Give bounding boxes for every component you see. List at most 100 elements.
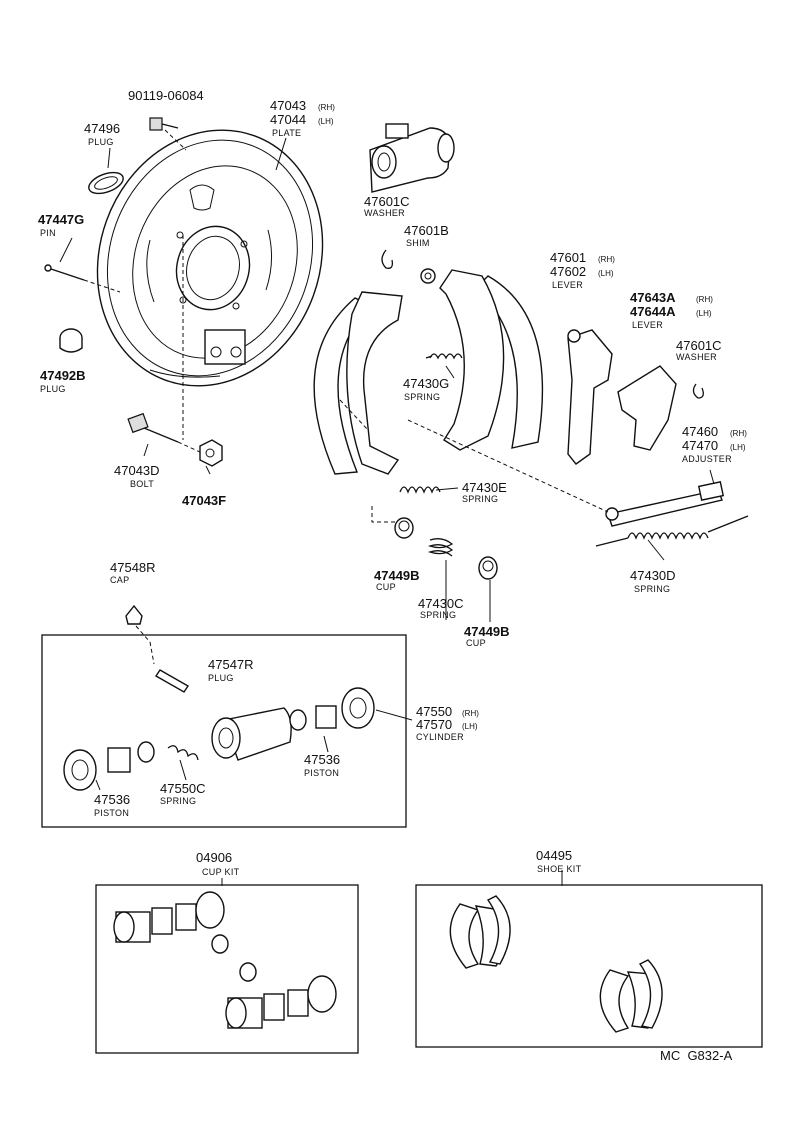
- label-plate-sub1: (RH): [318, 103, 335, 112]
- shoe-kit-parts: [449, 895, 663, 1033]
- label-47043F-num: 47043F: [182, 493, 226, 508]
- pin-47447G-part: [44, 264, 121, 293]
- cylinder-box: [41, 634, 407, 828]
- label-47496-num: 47496: [84, 121, 120, 136]
- label-plate-name: PLATE: [272, 128, 301, 138]
- brake-shoe-right: [439, 269, 544, 451]
- label-lever1-sub1: (RH): [598, 255, 615, 264]
- label-shoekit-name: SHOE KIT: [537, 864, 582, 874]
- adjuster-part: [407, 419, 725, 527]
- label-adjuster-sub2: (LH): [730, 443, 746, 452]
- label-lever1-sub2: (LH): [598, 269, 614, 278]
- label-shim-name: SHIM: [406, 238, 430, 248]
- cup-kit-box: [95, 884, 359, 1054]
- label-piston-b-num: 47536: [94, 792, 130, 807]
- label-cylinder-num2: 47570: [416, 717, 452, 732]
- label-47430D-name: SPRING: [634, 584, 670, 594]
- label-pin-name: PIN: [40, 228, 56, 238]
- label-47430C-num: 47430C: [418, 596, 464, 611]
- label-47496-name: PLUG: [88, 137, 114, 147]
- label-47550C-num: 47550C: [160, 781, 206, 796]
- label-47430E-num: 47430E: [462, 480, 507, 495]
- label-lever1-name: LEVER: [552, 280, 583, 290]
- label-47430E-name: SPRING: [462, 494, 498, 504]
- label-shim-num: 47601B: [404, 223, 449, 238]
- label-47492B-name: PLUG: [40, 384, 66, 394]
- label-piston-a-name: PISTON: [304, 768, 339, 778]
- label-bolt-name: BOLT: [130, 479, 154, 489]
- label-shoekit-num: 04495: [536, 848, 572, 863]
- label-cylinder-sub1: (RH): [462, 709, 479, 718]
- label-washer-a-num: 47601C: [364, 194, 410, 209]
- label-adjuster-num1: 47460: [682, 424, 718, 439]
- label-47547R-num: 47547R: [208, 657, 254, 672]
- label-47547R-name: PLUG: [208, 673, 234, 683]
- shim-part: [420, 268, 436, 284]
- label-washer-a-name: WASHER: [364, 208, 405, 218]
- label-washer-b-num: 47601C: [676, 338, 722, 353]
- lever-47601-part: [567, 329, 613, 465]
- label-cupkit-name: CUP KIT: [202, 867, 240, 877]
- cup-47449B-b-part: [478, 556, 498, 580]
- label-adjuster-name: ADJUSTER: [682, 454, 732, 464]
- label-cupkit-num: 04906: [196, 850, 232, 865]
- label-cylinder-sub2: (LH): [462, 722, 478, 731]
- plug-47496-part: [88, 171, 124, 195]
- washer-47601C-b-part: [692, 383, 704, 399]
- label-plate-num1: 47043: [270, 98, 306, 113]
- backing-plate: [96, 129, 324, 387]
- spring-47430G-part: [425, 353, 463, 360]
- label-adjuster-num2: 47470: [682, 438, 718, 453]
- label-washer-b-name: WASHER: [676, 352, 717, 362]
- cap-47548R-part: [125, 604, 155, 665]
- label-lever1-num1: 47601: [550, 250, 586, 265]
- spring-47430E-part: [399, 486, 441, 494]
- cylinder-body: [211, 687, 375, 761]
- label-lever2-sub1: (RH): [696, 295, 713, 304]
- label-lever2-num2: 47644A: [630, 304, 676, 319]
- label-47430C-name: SPRING: [420, 610, 456, 620]
- label-cup-a-num: 47449B: [374, 568, 420, 583]
- brake-shoe-left: [313, 291, 403, 475]
- label-lever1-num2: 47602: [550, 264, 586, 279]
- label-plate-num2: 47044: [270, 112, 306, 127]
- label-cup-a-name: CUP: [376, 582, 396, 592]
- label-lever2-name: LEVER: [632, 320, 663, 330]
- bolt-90119-part: [149, 117, 187, 151]
- label-plate-sub2: (LH): [318, 117, 334, 126]
- cup-47449B-a-part: [371, 506, 414, 539]
- label-cap-num: 47548R: [110, 560, 156, 575]
- label-cylinder-num1: 47550: [416, 704, 452, 719]
- label-90119-num: 90119-06084: [128, 88, 204, 103]
- label-47430D-num: 47430D: [630, 568, 676, 583]
- label-cup-b-num: 47449B: [464, 624, 510, 639]
- label-47430G-num: 47430G: [403, 376, 449, 391]
- cylinder-left-parts: [63, 741, 199, 791]
- leader-lines: [59, 137, 715, 886]
- cup-kit-parts: [113, 891, 337, 1029]
- bolt-47043D-part: [127, 235, 201, 453]
- spring-47430C-part: [427, 538, 454, 557]
- label-47550C-name: SPRING: [160, 796, 196, 806]
- label-cylinder-name: CYLINDER: [416, 732, 464, 742]
- wheel-cylinder-top: [369, 123, 455, 193]
- lever-47643A-part: [617, 365, 677, 451]
- label-bolt-num: 47043D: [114, 463, 160, 478]
- label-lever2-num1: 47643A: [630, 290, 676, 305]
- label-47430G-name: SPRING: [404, 392, 440, 402]
- nut-47043F-part: [199, 439, 223, 467]
- shoe-kit-box: [415, 884, 763, 1048]
- label-piston-b-name: PISTON: [94, 808, 129, 818]
- plug-47547R-part: [155, 669, 189, 693]
- label-cap-name: CAP: [110, 575, 129, 585]
- spring-47430D-part: [595, 515, 749, 547]
- label-pin-num: 47447G: [38, 212, 84, 227]
- label-lever2-sub2: (LH): [696, 309, 712, 318]
- diagram-code: MC G832-A: [660, 1048, 733, 1063]
- label-piston-a-num: 47536: [304, 752, 340, 767]
- washer-47601C-a-part: [381, 249, 394, 269]
- label-cup-b-name: CUP: [466, 638, 486, 648]
- label-47492B-num: 47492B: [40, 368, 86, 383]
- plug-47492B-part: [59, 328, 83, 353]
